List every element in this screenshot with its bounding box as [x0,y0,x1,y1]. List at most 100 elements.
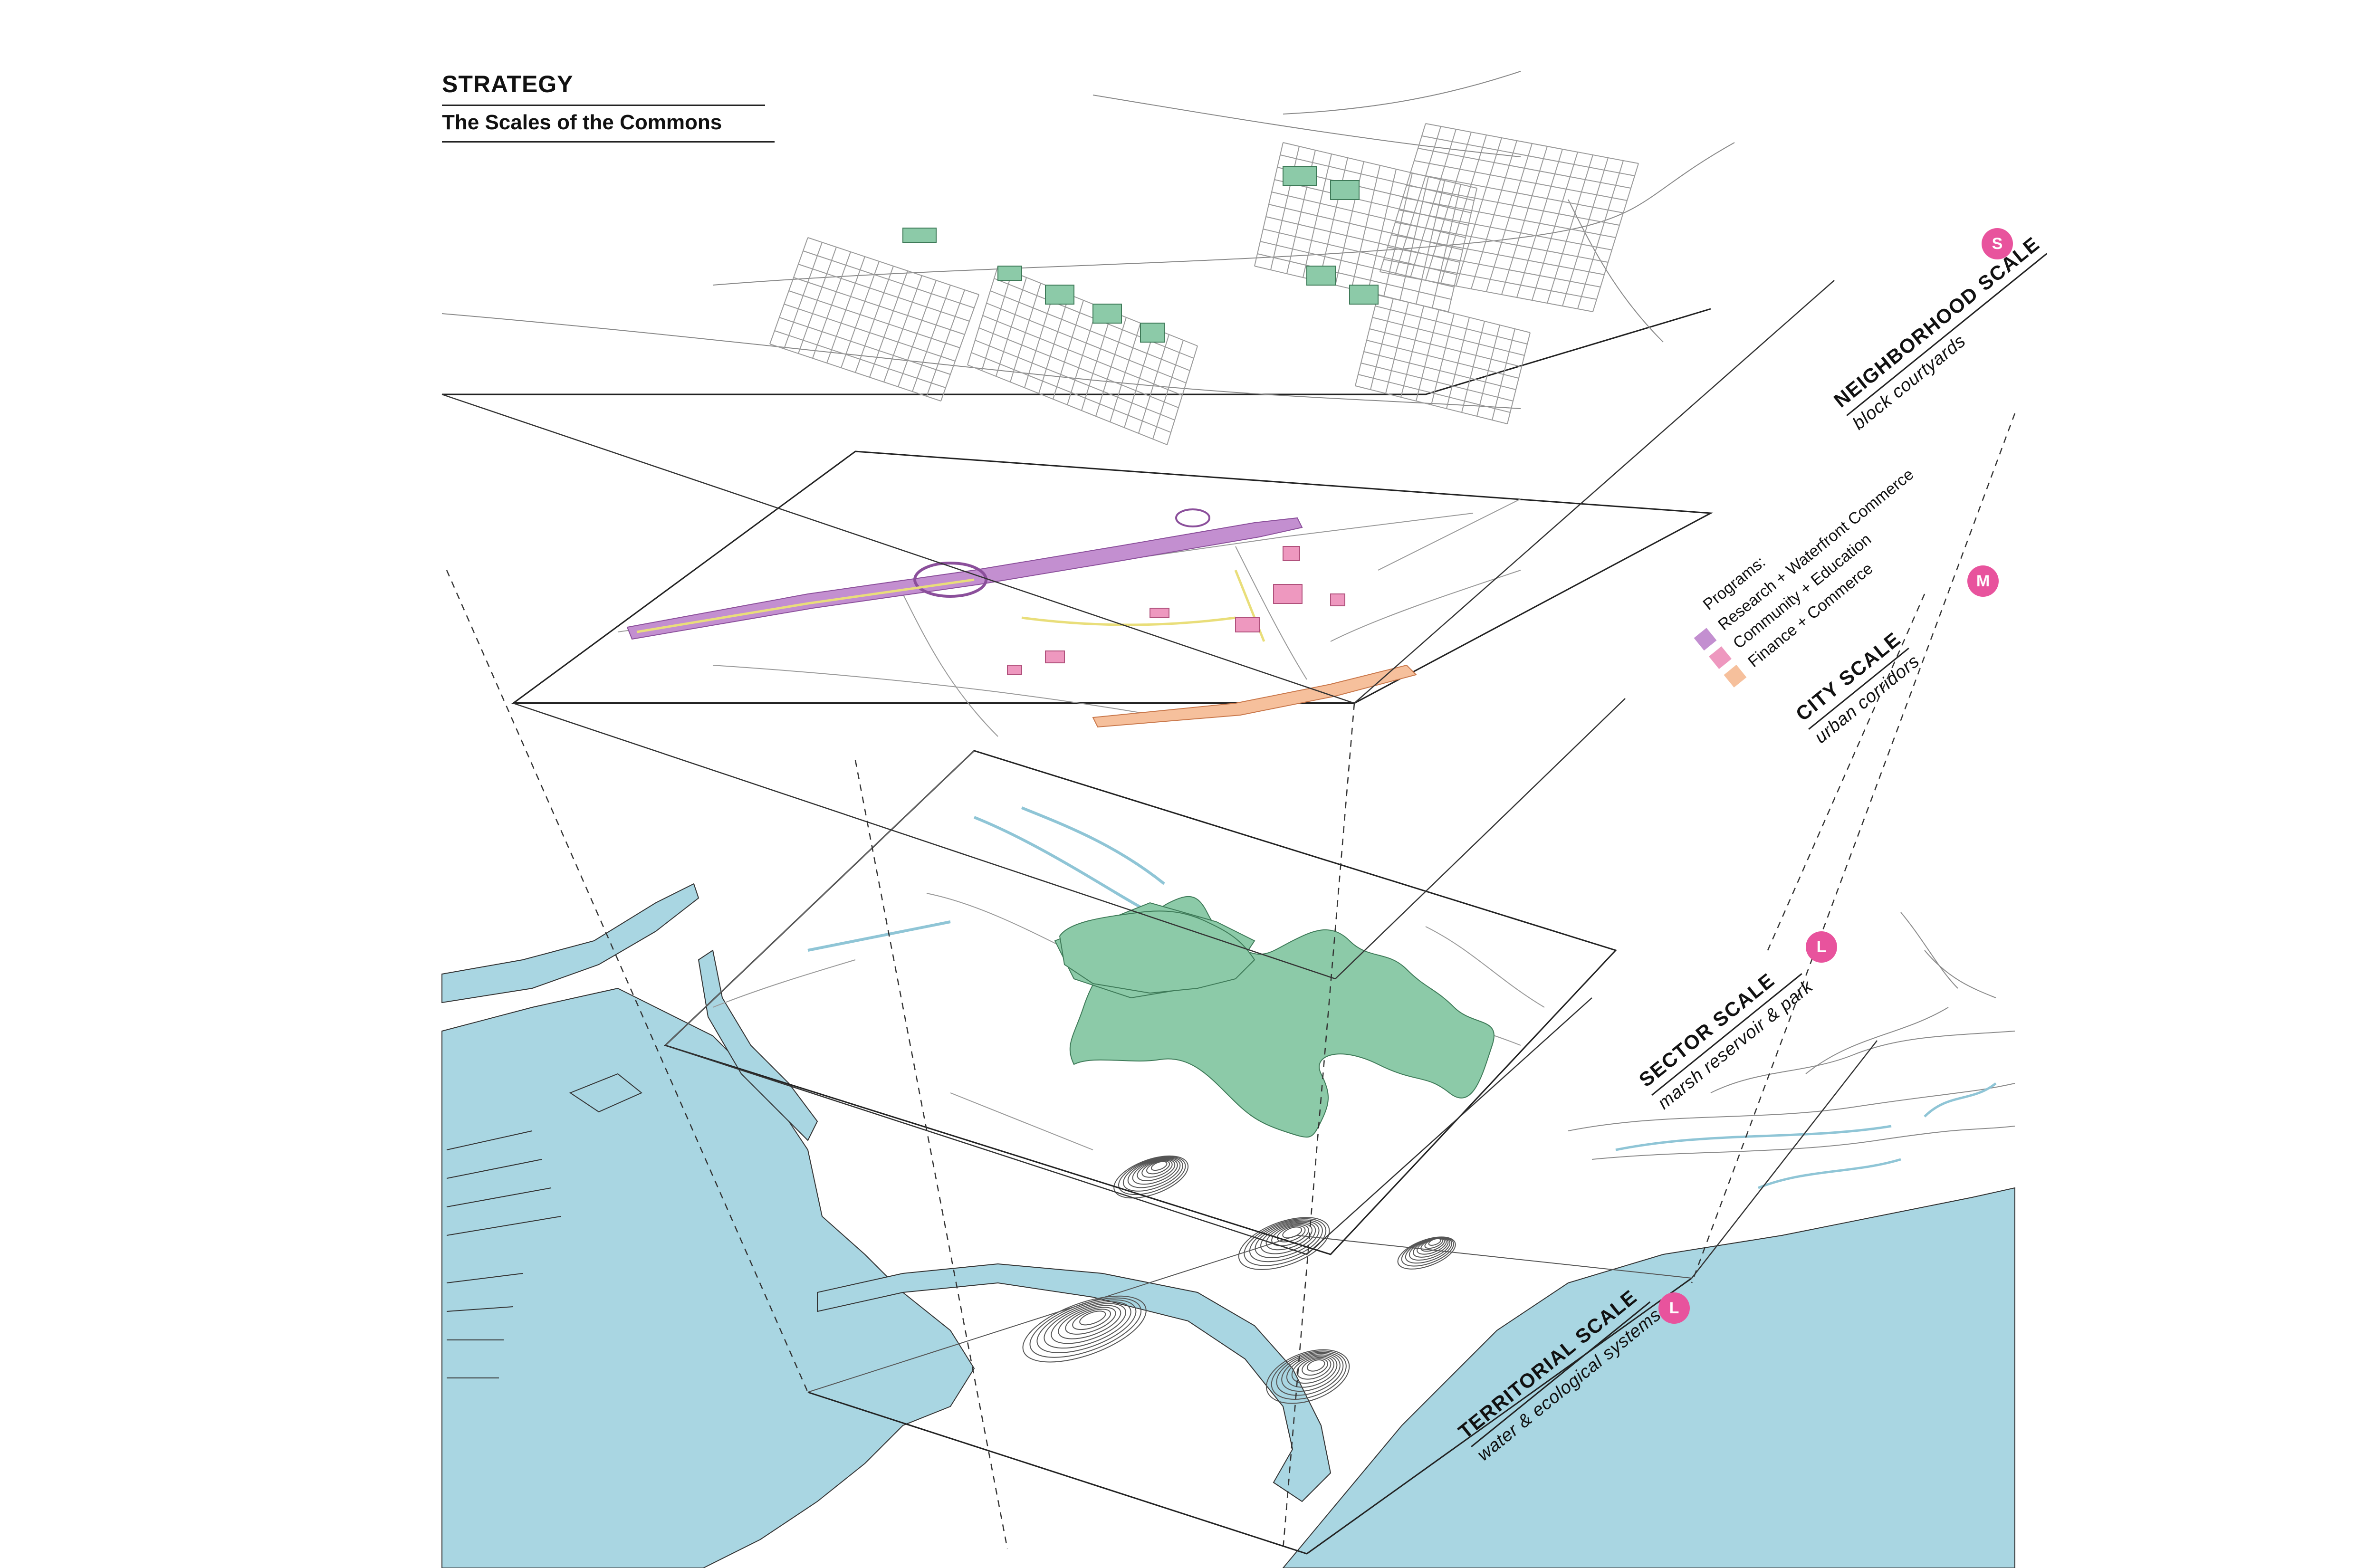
contour-line [1122,1157,1183,1192]
contour-line [1029,1297,1142,1358]
street-line [967,266,998,365]
street-line [1110,323,1141,422]
contour-line [1307,1359,1325,1372]
street-line [1024,288,1055,388]
contour-line [1146,1160,1170,1175]
contour-line [1072,1309,1111,1330]
street-line [841,261,880,368]
street-line [1010,283,1041,382]
city-layer [511,450,1714,737]
contour-line [1255,1220,1320,1258]
street-line [1380,123,1426,272]
neighborhood-badge: S [1982,228,2013,259]
contour-line [1249,1219,1323,1262]
street-line [1448,188,1477,312]
street-line [1355,294,1379,386]
page-title: STRATEGY [442,70,765,106]
contour-line [1127,1157,1181,1188]
neighborhood-layer [441,71,1735,445]
street-line [1547,154,1593,304]
street-line [1425,132,1472,281]
street-line [1516,149,1563,298]
territorial-badge: L [1658,1292,1690,1324]
contour-line [1244,1218,1327,1266]
street-line [1476,325,1500,417]
street-line [812,251,851,359]
city-badge: M [1967,565,1999,597]
harbor-water [441,987,975,1568]
street-line [1095,317,1127,417]
projection-lines [441,280,1878,1279]
street-line [1592,163,1639,312]
contour-line [1276,1225,1306,1243]
contour-line [1302,1358,1328,1376]
contour-line [1150,1161,1168,1171]
contour-line [1286,1354,1338,1388]
street-line [869,270,908,378]
page-subtitle: The Scales of the Commons [442,106,775,143]
street-line [981,271,1013,371]
street-line [1507,332,1531,424]
river-water [817,1263,1332,1502]
street-line [1303,153,1332,278]
contour-line [1428,1238,1441,1246]
street-line [1124,328,1155,428]
street-line [1456,137,1502,287]
channel-water [698,949,818,1141]
street-line [1492,328,1515,421]
street-line [1410,129,1456,278]
street-line [1152,340,1184,440]
street-line [926,289,965,397]
street-line [1562,157,1609,306]
dashed-projection-lines [446,413,2016,1549]
contour-line [1291,1356,1334,1384]
street-line [1081,311,1112,411]
street-line [1501,146,1548,295]
street-line [798,247,837,354]
contour-line [1397,1236,1456,1270]
street-line [1416,309,1439,402]
street-line [1385,302,1409,394]
contour-line [1058,1305,1121,1339]
street-line [883,275,922,382]
contour-line [1265,1349,1350,1404]
street-line [996,277,1027,377]
street-line [1319,157,1348,282]
contour-line [1036,1299,1137,1353]
street-line [1577,160,1624,309]
street-line [1167,345,1198,445]
street-line [912,285,951,392]
street-line [1254,142,1284,267]
street-line [1351,165,1380,289]
street-line [855,266,894,373]
street-line [1400,306,1424,398]
street-line [1383,172,1413,297]
contour-line [1271,1224,1309,1246]
contour-line [1113,1155,1189,1199]
contour-line [1265,1223,1313,1251]
street-line [769,237,808,344]
contour-line [1079,1310,1106,1326]
street-line [1053,300,1084,400]
street-line [1270,146,1300,270]
contour-line [1132,1158,1178,1185]
contour-line [1238,1217,1330,1270]
street-line [898,280,937,387]
street-line [1367,169,1397,293]
title-block: STRATEGY The Scales of the Commons [442,70,775,143]
bay-water [1282,1187,2015,1568]
park-top [1059,910,1255,994]
street-line [1461,321,1485,413]
street-line [1486,143,1533,292]
street-line [1471,140,1517,289]
contour-line [1141,1159,1173,1178]
street-line [1440,134,1487,284]
street-line [1431,313,1455,405]
upper-inlet-water [441,883,699,1004]
contour-line [1281,1353,1341,1392]
contour-line [1137,1159,1176,1181]
street-line [1532,152,1578,301]
research-corridor [626,517,1303,640]
contour-line [1282,1226,1303,1239]
sector-layer [664,750,1617,1255]
